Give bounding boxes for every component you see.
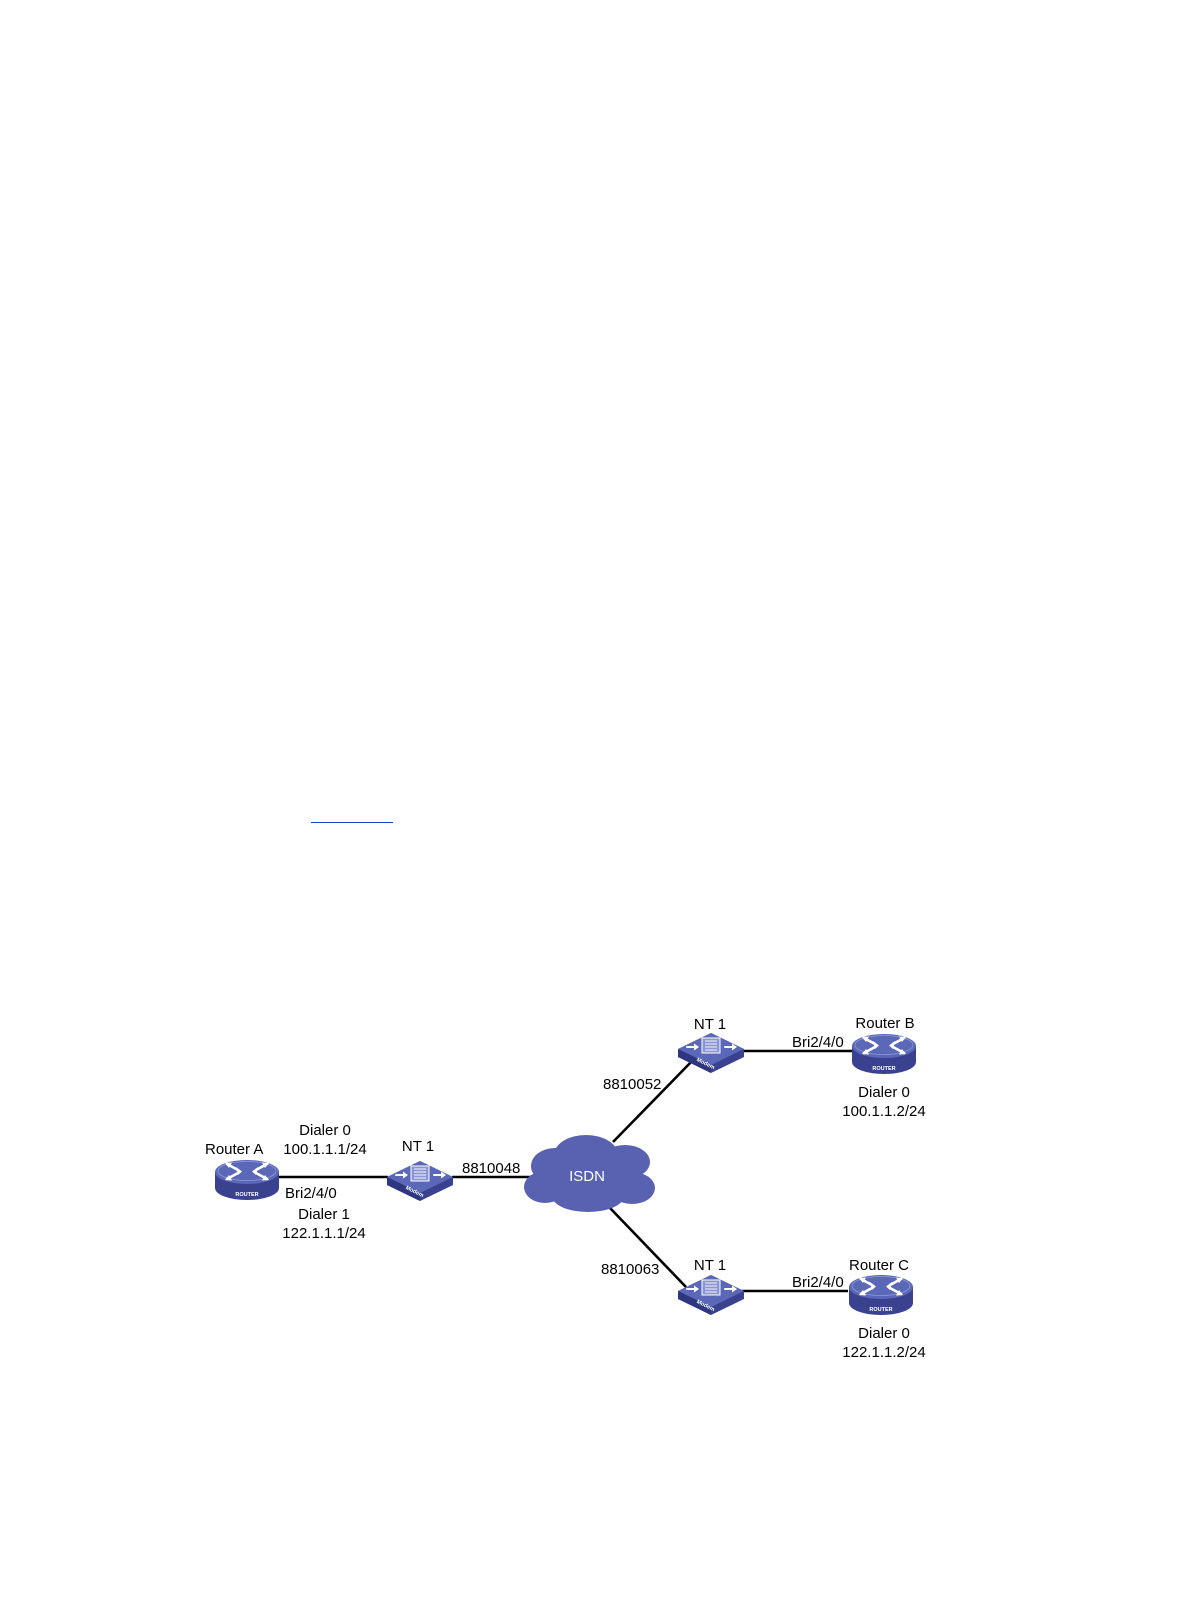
router-a-icon[interactable]: ROUTER xyxy=(215,1160,279,1200)
router-a-dialer0: Dialer 0 xyxy=(299,1122,351,1139)
line-isdn-nt1-b xyxy=(613,1059,694,1142)
router-a-bri: Bri2/4/0 xyxy=(285,1185,337,1202)
router-c-dialer: Dialer 0 xyxy=(858,1325,910,1342)
nt1-a-modem-icon[interactable]: Modem xyxy=(387,1161,453,1201)
nt1-b-name: NT 1 xyxy=(694,1016,726,1033)
router-a-ip0: 100.1.1.1/24 xyxy=(283,1141,366,1158)
router-a-dialer1: Dialer 1 xyxy=(298,1206,350,1223)
isdn-cloud-icon: ISDN xyxy=(524,1135,655,1212)
router-b-icon[interactable]: ROUTER xyxy=(852,1034,916,1074)
router-b-bri: Bri2/4/0 xyxy=(792,1034,844,1051)
router-badge: ROUTER xyxy=(869,1307,892,1313)
nt1-c-modem-icon[interactable]: Modem xyxy=(678,1275,744,1315)
router-badge: ROUTER xyxy=(872,1066,895,1072)
nt1-c-name: NT 1 xyxy=(694,1257,726,1274)
router-a-ip1: 122.1.1.1/24 xyxy=(282,1225,365,1242)
router-a-name: Router A xyxy=(205,1141,263,1158)
router-c-ip: 122.1.1.2/24 xyxy=(842,1344,925,1361)
router-b-dialer: Dialer 0 xyxy=(858,1084,910,1101)
router-c-icon[interactable]: ROUTER xyxy=(849,1275,913,1315)
router-b-name: Router B xyxy=(855,1015,914,1032)
isdn-label: ISDN xyxy=(569,1168,605,1185)
router-badge: ROUTER xyxy=(235,1192,258,1198)
nt1-c-number: 8810063 xyxy=(601,1261,659,1278)
router-c-name: Router C xyxy=(849,1257,909,1274)
nt1-a-name: NT 1 xyxy=(402,1138,434,1155)
router-c-bri: Bri2/4/0 xyxy=(792,1274,844,1291)
router-b-ip: 100.1.1.2/24 xyxy=(842,1103,925,1120)
nt1-a-number: 8810048 xyxy=(462,1160,520,1177)
nt1-b-number: 8810052 xyxy=(603,1076,661,1093)
